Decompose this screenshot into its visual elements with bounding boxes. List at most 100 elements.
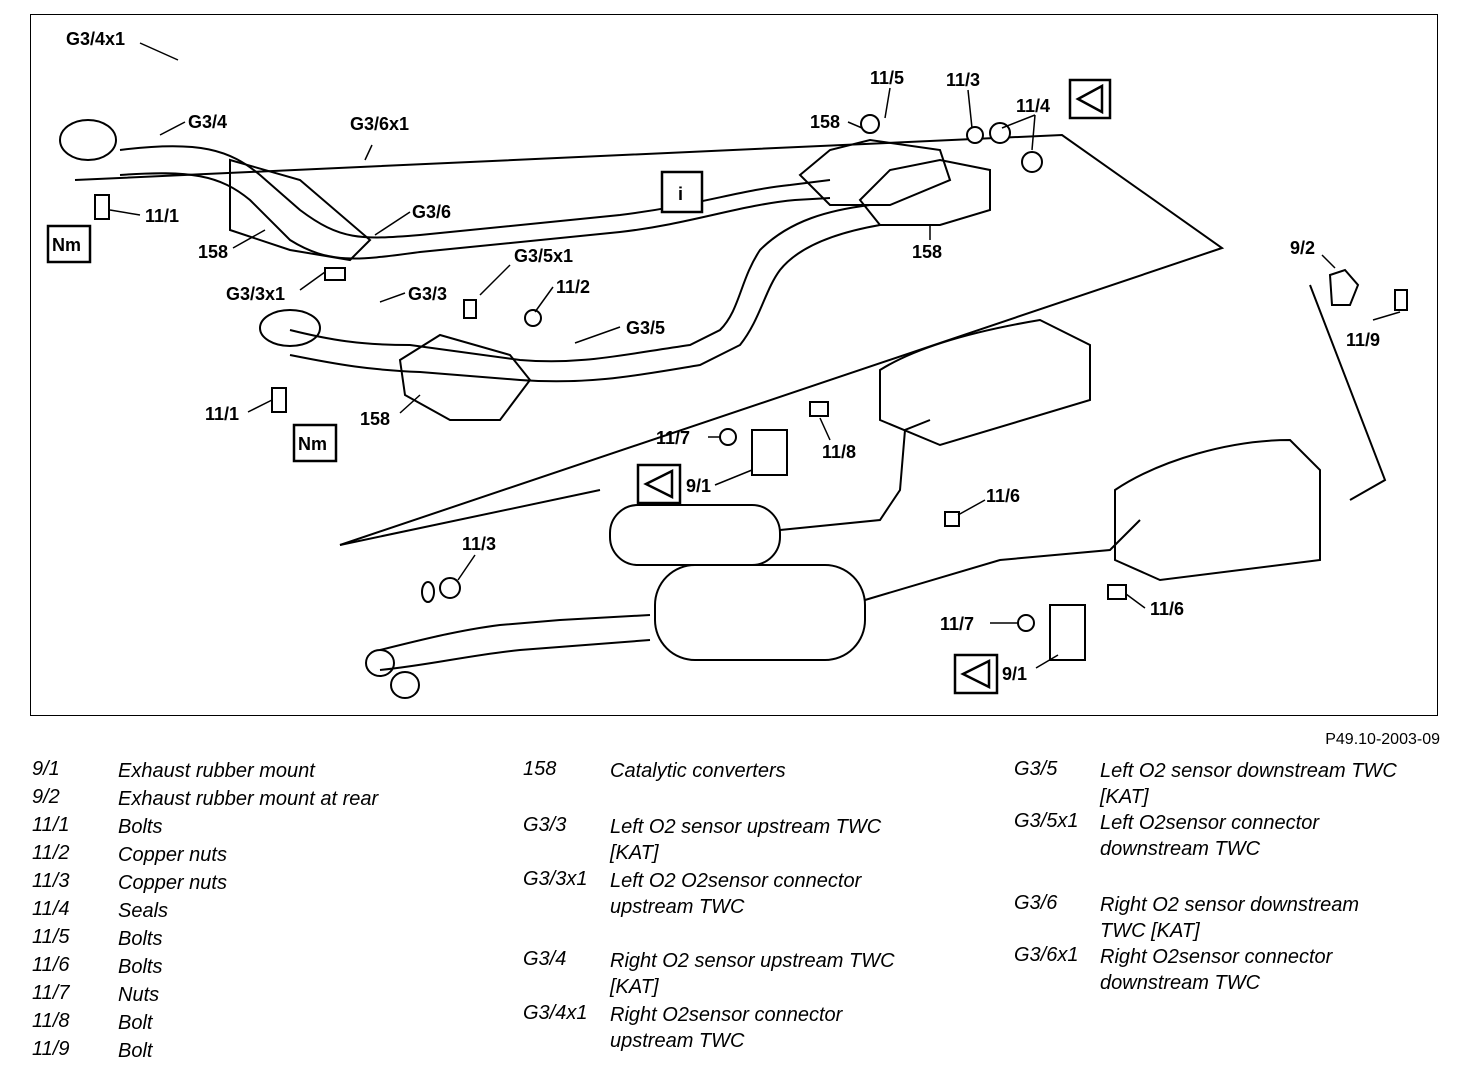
- legend-description-line: Copper nuts: [118, 844, 227, 866]
- legend-description-line: Right O2sensor connector: [1100, 946, 1333, 968]
- legend-description: Right O2 sensor upstream TWC[KAT]: [610, 948, 895, 1000]
- label-158-top: 158: [810, 112, 840, 132]
- legend-description-line: Bolts: [118, 816, 163, 838]
- left-front-pipe: [289, 204, 871, 363]
- label-11-1-top: 11/1: [145, 206, 179, 226]
- warning-triangle-icon-top: [1068, 78, 1112, 120]
- legend-description-line: downstream TWC: [1100, 838, 1261, 860]
- bolt-11-6-mid: [944, 511, 960, 527]
- label-11-7-bottom: 11/7: [940, 614, 974, 634]
- label-11-4: 11/4: [1016, 96, 1050, 116]
- label-g3-6: G3/6: [412, 202, 451, 222]
- nut-11-7-bottom: [1017, 614, 1035, 632]
- label-11-9: 11/9: [1346, 330, 1380, 350]
- label-11-1-bottom: 11/1: [205, 404, 239, 424]
- legend-description: Left O2 sensor upstream TWC[KAT]: [610, 814, 881, 866]
- rubber-mount-9-1-top: [751, 429, 788, 476]
- catalytic-converter-upper-right-1: [798, 138, 952, 206]
- legend-code: 11/7: [32, 982, 70, 1004]
- legend-code: 158: [523, 758, 557, 780]
- legend-code: 11/4: [32, 898, 70, 920]
- legend-description-line: Left O2 O2sensor connector: [610, 870, 862, 892]
- legend-description-line: Nuts: [118, 984, 160, 1006]
- legend-code: 11/1: [32, 814, 70, 836]
- legend-code: G3/3x1: [523, 868, 588, 890]
- legend-description-line: Bolts: [118, 928, 163, 950]
- catalytic-converter-right: [229, 158, 372, 262]
- label-158-lower: 158: [360, 409, 390, 429]
- seal-11-4-b: [1021, 151, 1043, 173]
- label-11-8: 11/8: [822, 442, 856, 462]
- middle-resonator-upper: [609, 504, 781, 566]
- legend-code: G3/4: [523, 948, 567, 970]
- bolt-11-1-top: [94, 194, 110, 220]
- label-info: i: [678, 184, 683, 204]
- legend-description: Bolts: [118, 926, 162, 952]
- legend-description-line: Right O2sensor connector: [610, 1004, 843, 1026]
- label-11-6-bottom: 11/6: [1150, 599, 1184, 619]
- legend-code: G3/3: [523, 814, 567, 836]
- legend-description: Exhaust rubber mount at rear: [118, 786, 378, 812]
- front-section-outline: [74, 133, 1225, 546]
- legend-description: Exhaust rubber mount: [118, 758, 315, 784]
- legend-description-line: Copper nuts: [118, 872, 227, 894]
- legend-description-line: Right O2 sensor downstream: [1100, 894, 1360, 916]
- label-nm-top: Nm: [52, 235, 81, 255]
- legend-code: G3/5: [1014, 758, 1058, 780]
- rubber-mount-9-2: [1328, 268, 1360, 306]
- label-g3-4: G3/4: [188, 112, 227, 132]
- connector-g3-3x1: [324, 267, 346, 281]
- legend-description: Right O2sensor connector upstream TWC: [610, 1002, 842, 1054]
- bolt-11-6-bottom: [1107, 584, 1127, 600]
- legend-description: Copper nuts: [118, 842, 227, 868]
- label-11-2: 11/2: [556, 277, 590, 297]
- figure-reference-code: P49.10-2003-09: [1325, 731, 1440, 748]
- legend-description: Seals: [118, 898, 168, 924]
- front-y-pipe: [379, 614, 651, 671]
- catalytic-converter-left: [398, 333, 532, 421]
- legend-description: Bolt: [118, 1010, 152, 1036]
- legend-description-line: [KAT]: [1100, 786, 1149, 808]
- bolt-11-9: [1394, 289, 1408, 311]
- label-11-5: 11/5: [870, 68, 904, 88]
- bolt-11-5: [860, 114, 880, 134]
- legend-description: Bolts: [118, 814, 162, 840]
- label-9-1-top: 9/1: [686, 476, 711, 496]
- legend-code: 11/8: [32, 1010, 70, 1032]
- bolt-11-8: [809, 401, 829, 417]
- legend-code: G3/6: [1014, 892, 1058, 914]
- nut-11-2: [524, 309, 542, 327]
- legend-code: 9/1: [32, 758, 60, 780]
- legend-description-line: Exhaust rubber mount: [118, 760, 315, 782]
- legend-code: G3/5x1: [1014, 810, 1079, 832]
- legend-description-line: [KAT]: [610, 976, 659, 998]
- warning-triangle-icon-mid: [636, 463, 682, 505]
- nut-11-3-bottom: [439, 577, 461, 599]
- legend-description: Left O2 sensor downstream TWC[KAT]: [1100, 758, 1397, 810]
- warning-triangle-icon-bottom: [953, 653, 999, 695]
- legend-description-line: [KAT]: [610, 842, 659, 864]
- right-front-pipe: [119, 145, 831, 239]
- label-11-3-top: 11/3: [946, 70, 980, 90]
- torque-icon-top: [46, 224, 92, 264]
- label-11-6-mid: 11/6: [986, 486, 1020, 506]
- info-icon: [660, 170, 704, 214]
- legend-description: Nuts: [118, 982, 159, 1008]
- legend-code: G3/6x1: [1014, 944, 1079, 966]
- legend-description-line: upstream TWC: [610, 896, 745, 918]
- legend-description: Bolt: [118, 1038, 152, 1064]
- label-11-3-bottom: 11/3: [462, 534, 496, 554]
- legend-description-line: upstream TWC: [610, 1030, 745, 1052]
- legend-description-line: Seals: [118, 900, 169, 922]
- tailpipe-inlet-2: [390, 671, 420, 699]
- legend-description-line: TWC [KAT]: [1100, 920, 1200, 942]
- legend-description-line: Exhaust rubber mount at rear: [118, 788, 379, 810]
- legend-description: Left O2 O2sensor connector upstream TWC: [610, 868, 861, 920]
- legend-description: Bolts: [118, 954, 162, 980]
- rear-muffler-lower: [1114, 438, 1321, 582]
- legend-description-line: Catalytic converters: [610, 760, 786, 782]
- nut-11-7-top: [719, 428, 737, 446]
